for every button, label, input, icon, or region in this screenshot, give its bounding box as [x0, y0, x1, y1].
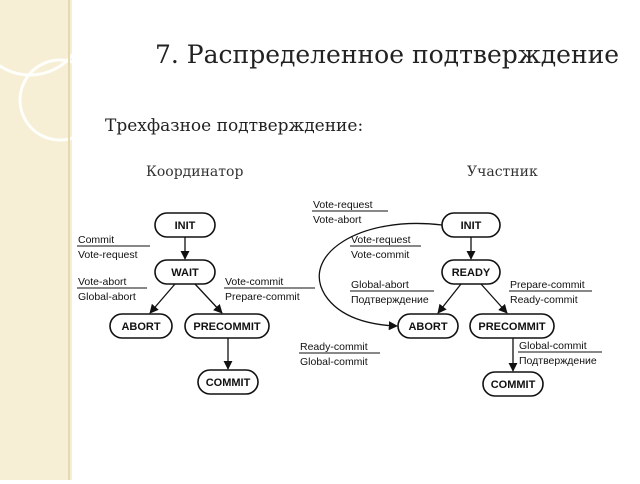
- part-transition-ready-precommit: Prepare-commit Ready-commit: [509, 279, 592, 306]
- part-state-ready: READY: [441, 259, 501, 285]
- decorative-divider: [68, 0, 70, 480]
- coord-state-wait: WAIT: [154, 259, 216, 285]
- decorative-side-strip: [0, 0, 102, 480]
- coord-tr2-event: Vote-abort: [78, 276, 127, 288]
- part-arrow-ready-abort: [437, 283, 462, 314]
- coord-tr2-action: Global-abort: [78, 291, 136, 303]
- slide-title: 7. Распределенное подтверждение: [155, 40, 620, 69]
- coord-state-abort: ABORT: [109, 313, 173, 339]
- part-tr1-action: Vote-abort: [313, 214, 362, 226]
- part-arrow-init-abort: [318, 222, 443, 331]
- coord-arrow-wait-abort: [149, 283, 176, 314]
- coord-transition-wait-abort: Vote-abort Global-abort: [77, 276, 147, 303]
- coord-tr4-event: Ready-commit: [300, 341, 368, 353]
- coord-state-commit: COMMIT: [197, 369, 259, 395]
- coord-state-init-label: INIT: [175, 220, 196, 232]
- coord-tr1-event: Commit: [78, 234, 114, 246]
- coord-tr4-action: Global-commit: [300, 356, 368, 368]
- participant-machine: INIT READY ABORT PRECOMMIT COMMIT Vote-r…: [312, 199, 602, 397]
- part-state-ready-label: READY: [452, 267, 491, 279]
- part-state-init: INIT: [441, 212, 501, 238]
- coord-tr3-action: Prepare-commit: [225, 291, 300, 303]
- coordinator-label: Координатор: [146, 164, 244, 180]
- coord-transition-init-wait: Commit Vote-request: [77, 234, 150, 261]
- part-state-precommit: PRECOMMIT: [469, 313, 555, 339]
- coord-state-precommit: PRECOMMIT: [184, 313, 270, 339]
- coord-state-wait-label: WAIT: [171, 267, 199, 279]
- part-arrow-ready-precommit: [480, 283, 508, 314]
- coord-transition-precommit-commit: Ready-commit Global-commit: [299, 341, 380, 368]
- coord-transition-wait-precommit: Vote-commit Prepare-commit: [224, 276, 315, 303]
- part-transition-ready-abort: Global-abort Подтверждение: [350, 279, 434, 306]
- coord-state-precommit-label: PRECOMMIT: [193, 321, 261, 333]
- part-transition-init-abort: Vote-request Vote-abort: [312, 199, 388, 226]
- part-tr3-event: Global-abort: [351, 279, 409, 291]
- participant-label: Участник: [467, 164, 538, 180]
- part-state-precommit-label: PRECOMMIT: [478, 321, 546, 333]
- part-tr5-action: Подтверждение: [519, 355, 597, 367]
- slide-subtitle: Трехфазное подтверждение:: [105, 116, 364, 136]
- coord-tr3-event: Vote-commit: [225, 276, 283, 288]
- part-transition-precommit-commit: Global-commit Подтверждение: [518, 340, 602, 367]
- part-tr5-event: Global-commit: [519, 340, 587, 352]
- part-tr1-event: Vote-request: [313, 199, 373, 211]
- coord-state-commit-label: COMMIT: [206, 377, 251, 389]
- part-tr3-action: Подтверждение: [351, 294, 429, 306]
- part-state-commit-label: COMMIT: [491, 379, 536, 391]
- coordinator-machine: INIT WAIT ABORT PRECOMMIT COMMIT Commit …: [77, 212, 315, 395]
- coord-tr1-action: Vote-request: [78, 249, 138, 261]
- part-transition-init-ready: Vote-request Vote-commit: [350, 234, 421, 261]
- part-state-abort: ABORT: [397, 313, 459, 339]
- part-tr2-event: Vote-request: [351, 234, 411, 246]
- part-tr4-action: Ready-commit: [510, 294, 578, 306]
- coord-state-abort-label: ABORT: [121, 321, 160, 333]
- part-state-init-label: INIT: [461, 220, 482, 232]
- part-tr4-event: Prepare-commit: [510, 279, 585, 291]
- part-state-commit: COMMIT: [482, 371, 544, 397]
- coord-arrow-wait-precommit: [194, 283, 223, 314]
- part-tr2-action: Vote-commit: [351, 249, 409, 261]
- part-state-abort-label: ABORT: [408, 321, 447, 333]
- coord-state-init: INIT: [154, 212, 216, 238]
